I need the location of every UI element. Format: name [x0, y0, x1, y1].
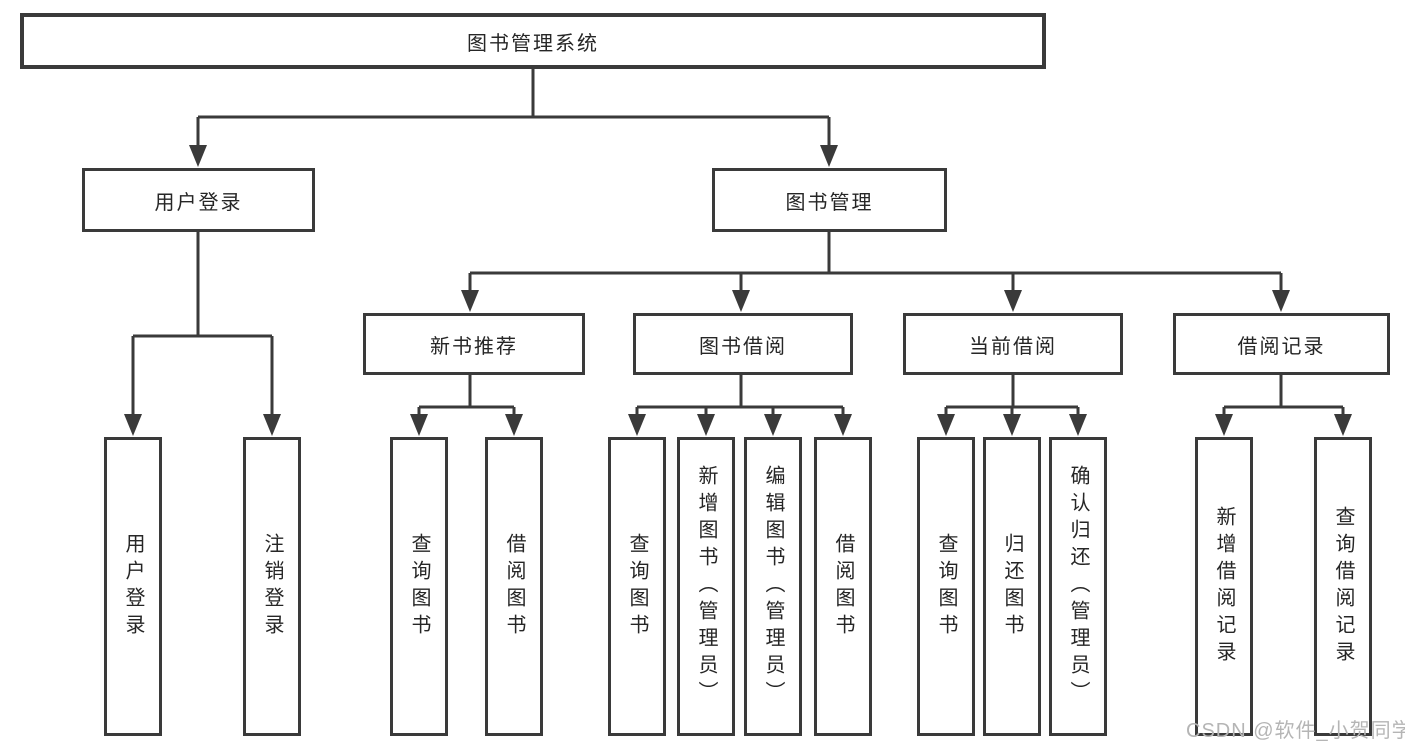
node-leaf-query-borrow-record-label: 查询借阅记录 — [1332, 505, 1354, 668]
node-leaf-query-book-1-label: 查询图书 — [408, 532, 430, 641]
node-leaf-borrow-book-2-label: 借阅图书 — [832, 532, 854, 641]
node-user-login: 用户登录 — [82, 168, 315, 232]
node-leaf-confirm-return-label: 确认归还（管理员） — [1067, 465, 1089, 708]
node-leaf-confirm-return: 确认归还（管理员） — [1049, 437, 1107, 736]
node-root: 图书管理系统 — [20, 13, 1046, 69]
node-borrow-records: 借阅记录 — [1173, 313, 1390, 375]
node-leaf-query-book-2-label: 查询图书 — [626, 532, 648, 641]
node-book-management-label: 图书管理 — [785, 191, 874, 214]
node-root-label: 图书管理系统 — [467, 32, 599, 55]
node-user-login-label: 用户登录 — [154, 191, 243, 214]
node-leaf-query-book-1: 查询图书 — [390, 437, 448, 736]
node-leaf-edit-book: 编辑图书（管理员） — [744, 437, 802, 736]
node-leaf-logout-label: 注销登录 — [261, 532, 283, 641]
node-book-borrow: 图书借阅 — [633, 313, 853, 375]
node-current-borrow: 当前借阅 — [903, 313, 1123, 375]
node-borrow-records-label: 借阅记录 — [1237, 335, 1326, 358]
node-leaf-add-borrow-record: 新增借阅记录 — [1195, 437, 1253, 736]
node-new-book-recommend-label: 新书推荐 — [430, 335, 518, 358]
node-leaf-borrow-book-2: 借阅图书 — [814, 437, 872, 736]
node-leaf-borrow-book-1-label: 借阅图书 — [503, 532, 525, 641]
node-leaf-return-book-label: 归还图书 — [1001, 532, 1023, 641]
node-leaf-query-book-3-label: 查询图书 — [935, 532, 957, 641]
node-leaf-user-login-label: 用户登录 — [122, 532, 144, 641]
arrowhead-icons — [124, 145, 1352, 436]
node-leaf-logout: 注销登录 — [243, 437, 301, 736]
node-new-book-recommend: 新书推荐 — [363, 313, 585, 375]
node-leaf-query-book-3: 查询图书 — [917, 437, 975, 736]
node-leaf-return-book: 归还图书 — [983, 437, 1041, 736]
csdn-watermark: CSDN @软件_小贺同学 — [1186, 720, 1405, 742]
node-book-management: 图书管理 — [712, 168, 947, 232]
node-leaf-borrow-book-1: 借阅图书 — [485, 437, 543, 736]
node-book-borrow-label: 图书借阅 — [699, 335, 787, 358]
node-leaf-add-borrow-record-label: 新增借阅记录 — [1213, 505, 1235, 668]
node-leaf-query-borrow-record: 查询借阅记录 — [1314, 437, 1372, 736]
node-current-borrow-label: 当前借阅 — [969, 335, 1057, 358]
node-leaf-add-book: 新增图书（管理员） — [677, 437, 735, 736]
node-leaf-add-book-label: 新增图书（管理员） — [695, 465, 717, 708]
node-leaf-edit-book-label: 编辑图书（管理员） — [762, 465, 784, 708]
node-leaf-user-login: 用户登录 — [104, 437, 162, 736]
node-leaf-query-book-2: 查询图书 — [608, 437, 666, 736]
